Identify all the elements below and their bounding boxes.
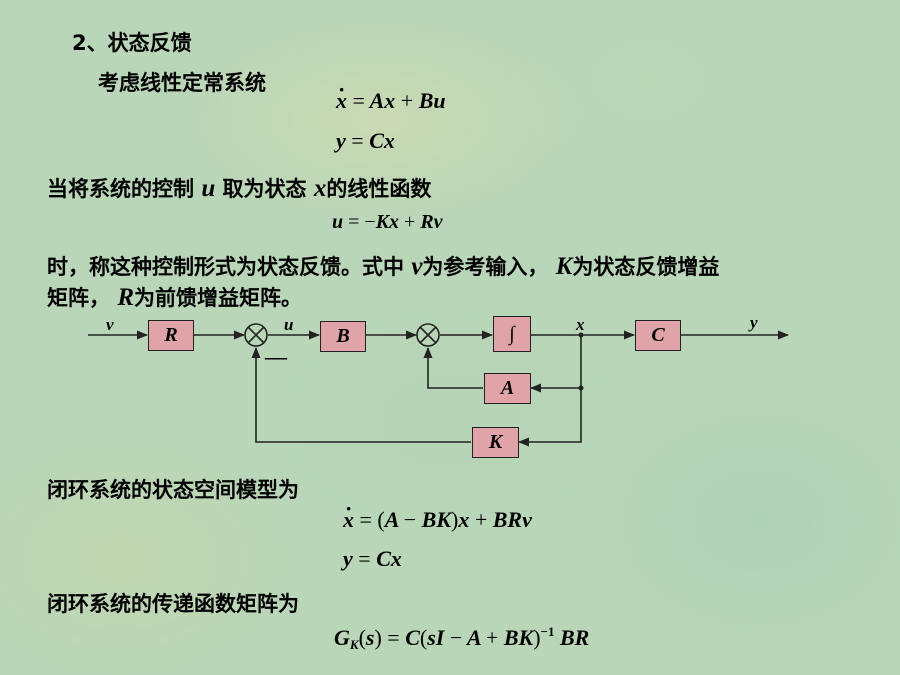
block-k: K [472, 427, 519, 458]
line-a-to-sum2 [423, 346, 483, 389]
block-integrator: ∫ [493, 316, 531, 352]
block-r: R [148, 320, 194, 351]
summing-junction-1 [244, 323, 268, 347]
description-line-1: 时，称这种控制形式为状态反馈。式中 v为参考输入， K为状态反馈增益 [47, 254, 719, 279]
closed-loop-model-label: 闭环系统的状态空间模型为 [47, 478, 299, 502]
intro-text: 考虑线性定常系统 [98, 71, 266, 95]
desc1-symbol-k: K [555, 253, 573, 280]
description-line-2: 矩阵， R为前馈增益矩阵。 [47, 285, 302, 310]
junction-dot-2 [578, 385, 584, 391]
block-b: B [320, 321, 366, 352]
minus-sign: — [265, 344, 287, 369]
junction-dot-1 [578, 332, 584, 338]
desc2-text-b: 为前馈增益矩阵。 [134, 286, 302, 310]
desc1-text-a: 时，称这种控制形式为状态反馈。式中 [47, 255, 404, 279]
desc1-text-c: 为状态反馈增益 [572, 255, 720, 279]
control-sentence: 当将系统的控制 u 取为状态 x的线性函数 [47, 176, 431, 201]
line-x-to-k [517, 388, 582, 447]
signal-y-label: y [750, 313, 758, 332]
desc2-text-a: 矩阵， [47, 286, 110, 310]
desc2-symbol-r: R [117, 284, 134, 311]
closed-loop-output-equation: y = Cx [343, 546, 402, 571]
desc1-text-b: 为参考输入， [422, 255, 549, 279]
control-symbol-x: x [313, 175, 327, 202]
block-c: C [635, 320, 681, 351]
control-text-a: 当将系统的控制 [47, 177, 194, 201]
line-x-to-a [529, 335, 582, 393]
closed-loop-tf-label: 闭环系统的传递函数矩阵为 [47, 592, 299, 616]
summing-junction-2 [416, 323, 440, 347]
desc1-symbol-v: v [411, 253, 423, 280]
signal-x-label: x [576, 315, 585, 334]
closed-loop-state-equation: x = (A − BK)x + BRv [343, 498, 532, 531]
control-symbol-u: u [201, 175, 216, 202]
control-text-c: 的线性函数 [326, 177, 432, 201]
control-text-b: 取为状态 [222, 177, 307, 201]
signal-v-label: v [106, 315, 114, 334]
signal-u-label: u [284, 315, 294, 334]
state-equation: x = Ax + Bu [336, 79, 446, 112]
line-k-to-sum1 [251, 346, 471, 443]
section-heading: 2、状态反馈 [72, 31, 192, 55]
block-a: A [484, 373, 531, 404]
output-equation: y = Cx [336, 128, 395, 153]
transfer-function-equation: GK(s) = C(sI − A + BK)−1 BR [334, 624, 590, 652]
control-law-equation: u = −Kx + Rv [332, 211, 443, 233]
